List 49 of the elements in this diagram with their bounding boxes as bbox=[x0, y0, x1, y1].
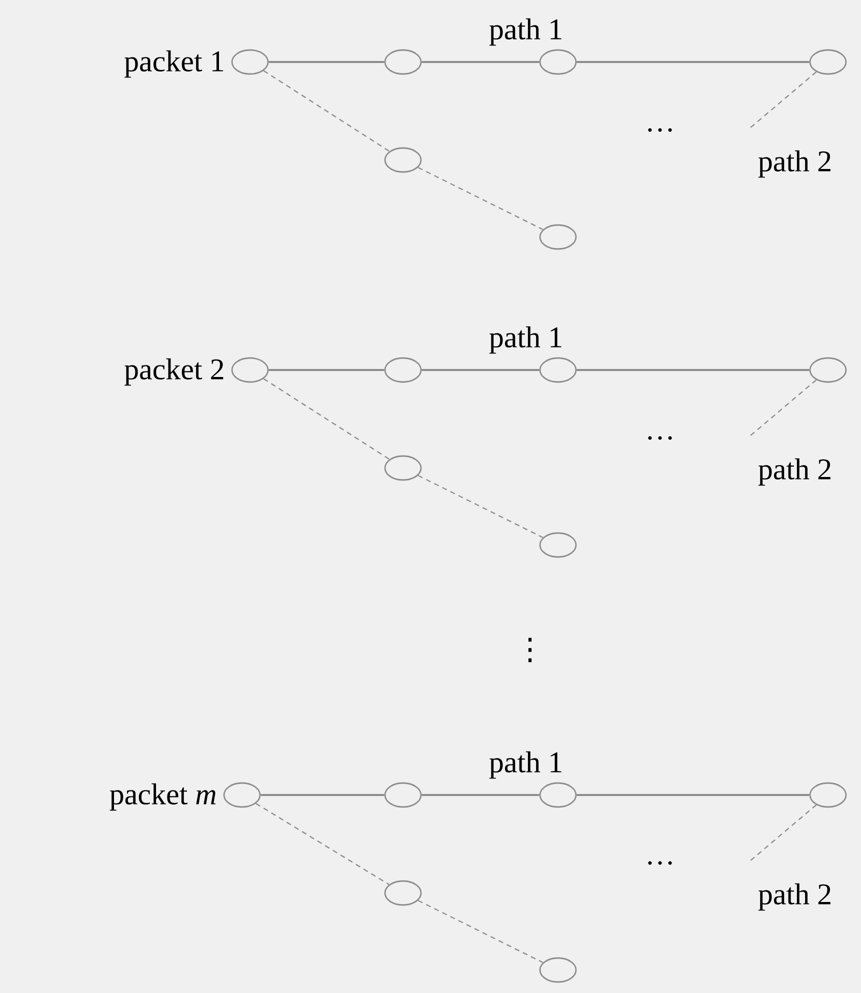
path-label: path 1 bbox=[489, 18, 562, 46]
path-line bbox=[256, 802, 390, 886]
path-node bbox=[231, 49, 269, 75]
path-label: path 2 bbox=[758, 150, 830, 178]
path-node bbox=[231, 357, 269, 383]
path-node bbox=[809, 49, 847, 75]
path-line bbox=[268, 61, 384, 63]
path-node bbox=[384, 880, 422, 906]
path-label: path 1 bbox=[489, 751, 562, 779]
path-line bbox=[422, 794, 540, 796]
path-node bbox=[384, 455, 422, 481]
ellipsis: … bbox=[648, 436, 672, 440]
path-line bbox=[263, 378, 390, 460]
path-line bbox=[418, 900, 544, 964]
path-node bbox=[539, 357, 577, 383]
path-node bbox=[384, 782, 422, 808]
path-line bbox=[418, 474, 544, 538]
path-line bbox=[260, 794, 384, 796]
path-line bbox=[576, 61, 810, 63]
path-node bbox=[384, 357, 422, 383]
ellipsis: … bbox=[648, 861, 672, 865]
path-node bbox=[384, 147, 422, 173]
path-node bbox=[384, 49, 422, 75]
path-line bbox=[576, 794, 810, 796]
path-label: path 2 bbox=[758, 883, 830, 911]
packet-label: packet 1 bbox=[124, 50, 224, 78]
path-line bbox=[576, 369, 810, 371]
path-line bbox=[422, 369, 540, 371]
path-node bbox=[539, 532, 577, 558]
path-line bbox=[263, 70, 390, 152]
path-node bbox=[539, 782, 577, 808]
path-node bbox=[809, 357, 847, 383]
path-line bbox=[750, 71, 817, 128]
path-line bbox=[750, 804, 817, 862]
path-label: path 2 bbox=[758, 458, 830, 486]
path-label: path 1 bbox=[489, 326, 562, 354]
path-node bbox=[223, 782, 261, 808]
vertical-ellipsis: ⋮ bbox=[528, 638, 532, 662]
path-line bbox=[418, 166, 544, 230]
packet-label: packet 2 bbox=[124, 358, 224, 386]
path-line bbox=[750, 379, 817, 436]
path-line bbox=[268, 369, 384, 371]
path-line bbox=[422, 61, 540, 63]
path-node bbox=[809, 782, 847, 808]
path-node bbox=[539, 224, 577, 250]
ellipsis: … bbox=[648, 128, 672, 132]
packet-label: packet m bbox=[110, 783, 216, 811]
path-node bbox=[539, 49, 577, 75]
path-node bbox=[539, 957, 577, 983]
